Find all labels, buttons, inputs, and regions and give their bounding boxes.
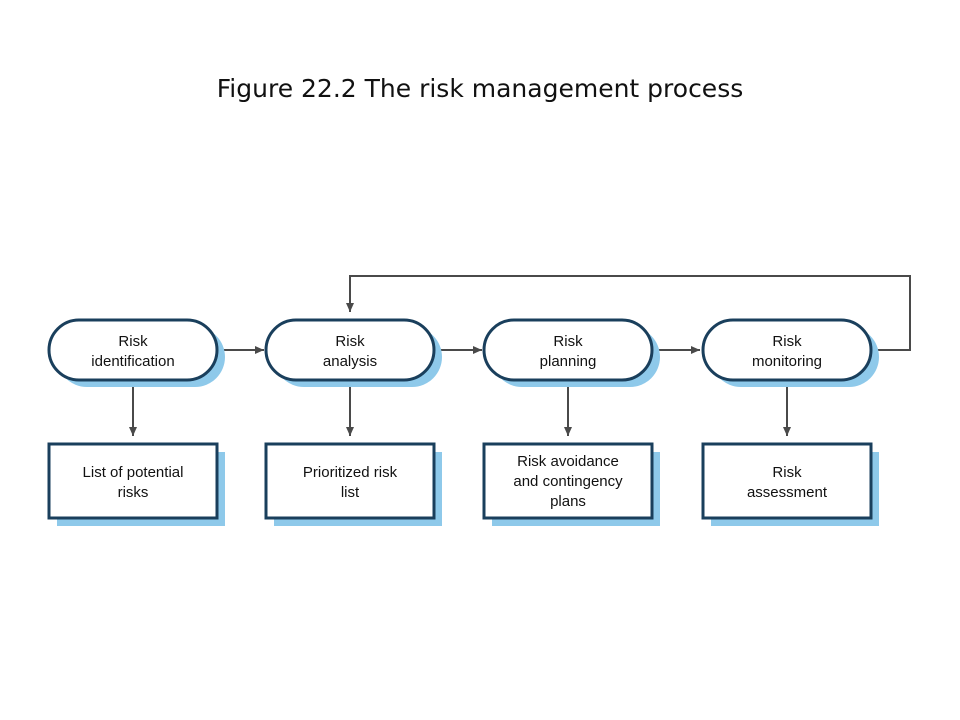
output-label-line2: list	[341, 484, 360, 501]
step-label-line1: Risk	[772, 333, 802, 350]
process-step-identification: Risk identification	[47, 318, 225, 387]
process-step-planning: Risk planning	[482, 318, 660, 387]
step-box	[47, 318, 219, 382]
output-list-of-potential-risks: List of potential risks	[47, 442, 225, 526]
step-label-line2: analysis	[323, 353, 377, 370]
process-step-monitoring: Risk monitoring	[701, 318, 879, 387]
output-label-line2: assessment	[747, 484, 828, 501]
output-label-line3: plans	[550, 493, 586, 510]
step-label-line2: monitoring	[752, 353, 822, 370]
output-risk-avoidance-plans: Risk avoidance and contingency plans	[482, 442, 660, 526]
output-box	[264, 442, 436, 520]
output-box	[701, 442, 873, 520]
step-label-line1: Risk	[118, 333, 148, 350]
step-label-line2: identification	[91, 353, 174, 370]
feedback-loop-arrow	[346, 275, 911, 351]
output-label-line2: and contingency	[513, 473, 623, 490]
output-prioritized-risk-list: Prioritized risk list	[264, 442, 442, 526]
step-box	[482, 318, 654, 382]
step-label-line1: Risk	[553, 333, 583, 350]
output-risk-assessment: Risk assessment	[701, 442, 879, 526]
output-label-line1: Risk avoidance	[517, 453, 619, 470]
output-label-line1: Prioritized risk	[303, 464, 398, 481]
step-label-line2: planning	[540, 353, 597, 370]
step-label-line1: Risk	[335, 333, 365, 350]
output-box	[47, 442, 219, 520]
output-label-line1: Risk	[772, 464, 802, 481]
output-box	[482, 442, 654, 520]
process-step-analysis: Risk analysis	[264, 318, 442, 387]
output-label-line2: risks	[118, 484, 149, 501]
page-title: Figure 22.2 The risk management process	[216, 74, 744, 103]
step-box	[701, 318, 873, 382]
step-box	[264, 318, 436, 382]
output-label-line1: List of potential	[83, 464, 184, 481]
